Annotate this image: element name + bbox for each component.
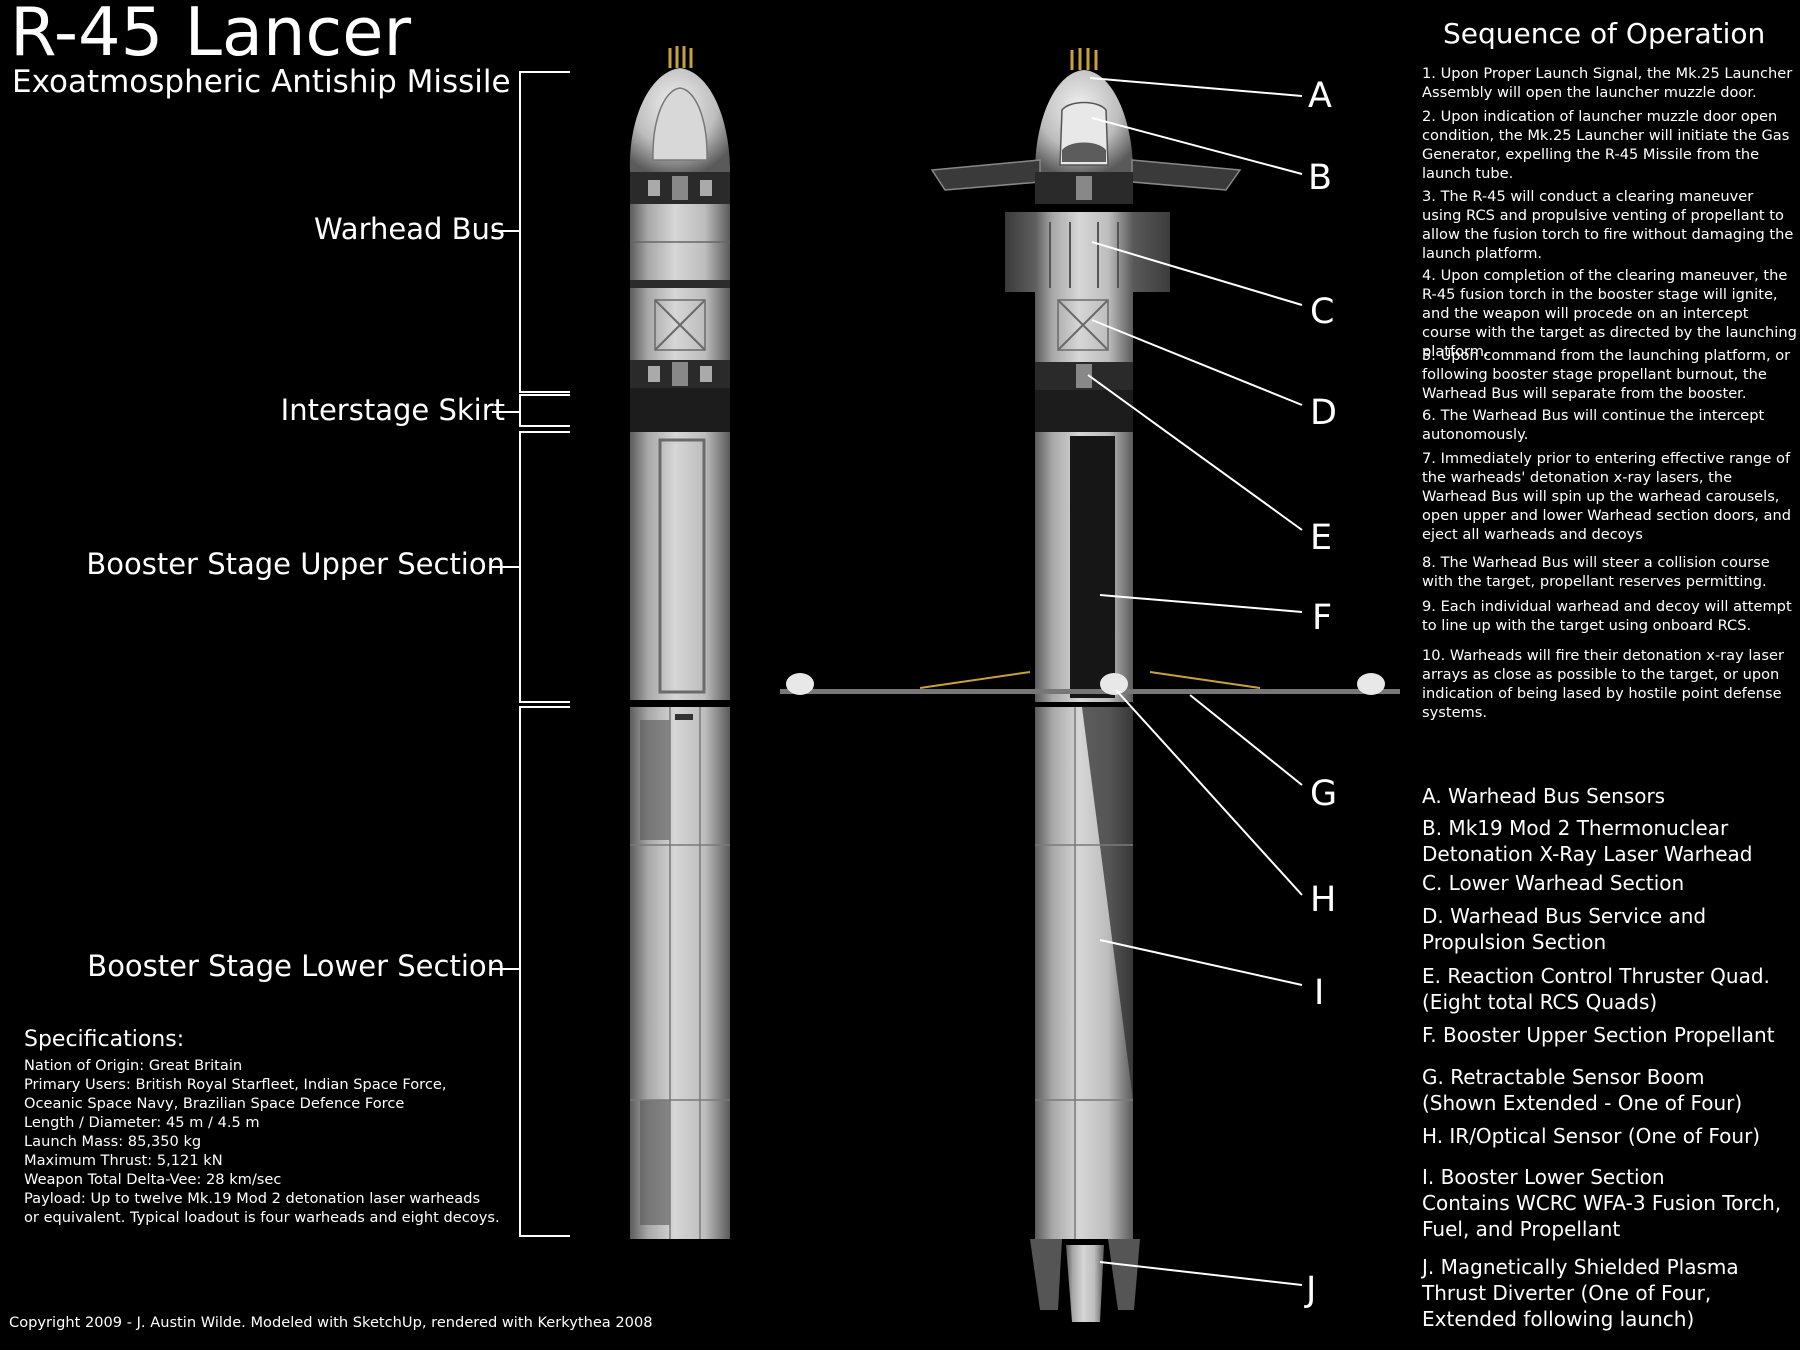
legend-item-j: J. Magnetically Shielded Plasma Thrust D… xyxy=(1422,1254,1797,1332)
legend-item-e: E. Reaction Control Thruster Quad. (Eigh… xyxy=(1422,963,1797,1015)
callout-letter-a: A xyxy=(1308,76,1332,116)
legend-item-f: F. Booster Upper Section Propellant xyxy=(1422,1022,1797,1048)
callout-letter-g: G xyxy=(1310,774,1338,814)
bracket-interstage-skirt xyxy=(492,394,570,427)
sequence-step-1: 1. Upon Proper Launch Signal, the Mk.25 … xyxy=(1422,65,1793,101)
sequence-step-8: 8. The Warhead Bus will steer a collisio… xyxy=(1422,554,1770,590)
legend-item-i: I. Booster Lower Section Contains WCRC W… xyxy=(1422,1164,1797,1242)
legend-line: C. Lower Warhead Section xyxy=(1422,871,1685,895)
callout-letter-b: B xyxy=(1308,158,1333,198)
callout-letter-e: E xyxy=(1310,518,1333,558)
legend-item-c: C. Lower Warhead Section xyxy=(1422,870,1797,896)
callout-letter-d: D xyxy=(1310,393,1337,433)
legend-line: (Eight total RCS Quads) xyxy=(1422,990,1658,1014)
spec-line: Payload: Up to twelve Mk.19 Mod 2 detona… xyxy=(24,1190,481,1207)
missile-exterior-view xyxy=(629,46,730,1239)
spec-line: Maximum Thrust: 5,121 kN xyxy=(24,1152,223,1169)
legend-line: Extended following launch) xyxy=(1422,1307,1695,1331)
spec-line: Primary Users: British Royal Starfleet, … xyxy=(24,1076,447,1093)
section-brackets xyxy=(492,71,570,1237)
section-label-interstage-skirt: Interstage Skirt xyxy=(280,393,505,427)
legend-line: Thrust Diverter (One of Four, xyxy=(1422,1281,1712,1305)
legend-line: I. Booster Lower Section xyxy=(1422,1165,1665,1189)
legend-line: Detonation X-Ray Laser Warhead xyxy=(1422,842,1753,866)
spec-line: or equivalent. Typical loadout is four w… xyxy=(24,1209,500,1226)
legend-item-g: G. Retractable Sensor Boom (Shown Extend… xyxy=(1422,1064,1797,1116)
spec-line: Nation of Origin: Great Britain xyxy=(24,1057,243,1074)
legend-line: H. IR/Optical Sensor (One of Four) xyxy=(1422,1124,1761,1148)
specifications-title: Specifications: xyxy=(24,1027,185,1052)
sequence-step-6: 6. The Warhead Bus will continue the int… xyxy=(1422,407,1765,443)
sequence-step-10: 10. Warheads will fire their detonation … xyxy=(1422,647,1784,721)
bracket-booster-lower xyxy=(492,706,570,1237)
sequence-step-5: 5. Upon command from the launching platf… xyxy=(1422,347,1791,402)
callout-letter-c: C xyxy=(1310,292,1335,332)
sequence-step-4: 4. Upon completion of the clearing maneu… xyxy=(1422,267,1797,360)
callout-letter-j: J xyxy=(1306,1270,1317,1310)
legend-item-a: A. Warhead Bus Sensors xyxy=(1422,783,1797,809)
legend-line: (Shown Extended - One of Four) xyxy=(1422,1091,1743,1115)
callout-letter-i: I xyxy=(1314,973,1325,1013)
legend-item-h: H. IR/Optical Sensor (One of Four) xyxy=(1422,1123,1797,1149)
legend-line: Propulsion Section xyxy=(1422,930,1607,954)
page-subtitle: Exoatmospheric Antiship Missile xyxy=(12,64,511,100)
legend-item-b: B. Mk19 Mod 2 Thermonuclear Detonation X… xyxy=(1422,815,1797,867)
legend-line: A. Warhead Bus Sensors xyxy=(1422,784,1666,808)
callout-letter-h: H xyxy=(1310,880,1337,920)
sequence-step-7: 7. Immediately prior to entering effecti… xyxy=(1422,450,1791,543)
sequence-step-9: 9. Each individual warhead and decoy wil… xyxy=(1422,598,1792,634)
legend-item-d: D. Warhead Bus Service and Propulsion Se… xyxy=(1422,903,1797,955)
callout-lines xyxy=(1087,77,1303,1286)
spec-line: Weapon Total Delta-Vee: 28 km/sec xyxy=(24,1171,282,1188)
section-label-booster-lower: Booster Stage Lower Section xyxy=(87,949,505,983)
sequence-step-2: 2. Upon indication of launcher muzzle do… xyxy=(1422,108,1790,182)
legend-line: E. Reaction Control Thruster Quad. xyxy=(1422,964,1770,988)
sequence-step-3: 3. The R-45 will conduct a clearing mane… xyxy=(1422,188,1794,262)
missile-cutaway-view xyxy=(780,48,1400,1322)
sequence-title: Sequence of Operation xyxy=(1443,17,1766,50)
legend-line: G. Retractable Sensor Boom xyxy=(1422,1065,1705,1089)
legend-line: Fuel, and Propellant xyxy=(1422,1217,1621,1241)
legend-line: D. Warhead Bus Service and xyxy=(1422,904,1707,928)
section-label-warhead-bus: Warhead Bus xyxy=(313,212,505,246)
page-title: R-45 Lancer xyxy=(10,0,412,71)
spec-line: Oceanic Space Navy, Brazilian Space Defe… xyxy=(24,1095,405,1112)
spec-line: Length / Diameter: 45 m / 4.5 m xyxy=(24,1114,260,1131)
callout-letter-f: F xyxy=(1312,598,1333,638)
legend-line: Contains WCRC WFA-3 Fusion Torch, xyxy=(1422,1191,1782,1215)
legend-line: J. Magnetically Shielded Plasma xyxy=(1422,1255,1739,1279)
bracket-warhead-bus xyxy=(492,71,570,393)
copyright-notice: Copyright 2009 - J. Austin Wilde. Modele… xyxy=(9,1314,653,1331)
bracket-booster-upper xyxy=(492,431,570,703)
specifications: Specifications: Nation of Origin: Great … xyxy=(24,1027,500,1227)
legend-line: F. Booster Upper Section Propellant xyxy=(1422,1023,1775,1047)
spec-line: Launch Mass: 85,350 kg xyxy=(24,1133,202,1150)
section-label-booster-upper: Booster Stage Upper Section xyxy=(86,547,505,581)
legend-line: B. Mk19 Mod 2 Thermonuclear xyxy=(1422,816,1729,840)
